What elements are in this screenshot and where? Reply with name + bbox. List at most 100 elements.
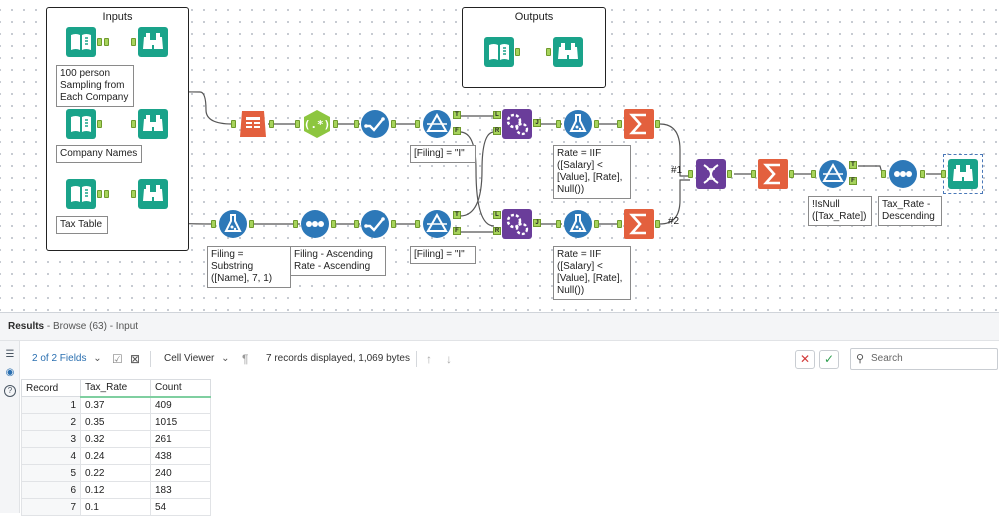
input-anchor[interactable] (415, 220, 420, 228)
filter-tool-bottom[interactable] (422, 209, 452, 239)
output-anchor[interactable] (104, 38, 109, 46)
input-anchor[interactable] (617, 120, 622, 128)
output-input-tool[interactable] (484, 37, 514, 67)
input-anchor[interactable] (415, 120, 420, 128)
join-left-anchor[interactable]: L (493, 111, 501, 119)
summarize-tool-bottom[interactable] (624, 209, 654, 239)
output-anchor[interactable] (104, 190, 109, 198)
output-anchor[interactable] (655, 120, 660, 128)
sort-tool-filing[interactable] (300, 209, 330, 239)
filter-true-anchor[interactable]: T (849, 161, 857, 169)
text-to-columns-tool[interactable] (238, 109, 268, 139)
join-tool-bottom[interactable] (502, 209, 532, 239)
input-anchor[interactable] (751, 170, 756, 178)
column-header-tax-rate[interactable]: Tax_Rate (80, 379, 151, 398)
input-anchor[interactable] (556, 220, 561, 228)
input-anchor[interactable] (617, 220, 622, 228)
output-anchor[interactable] (391, 220, 396, 228)
output-anchor[interactable] (97, 190, 102, 198)
filter-tool-top[interactable] (422, 109, 452, 139)
input-anchor[interactable] (881, 170, 886, 178)
filter-false-anchor[interactable]: F (453, 127, 461, 135)
input-anchor[interactable] (941, 170, 946, 178)
arrow-up-icon[interactable]: ↑ (426, 352, 432, 366)
output-anchor[interactable] (515, 48, 520, 56)
input-anchor[interactable] (211, 220, 216, 228)
browse-tool-final[interactable] (943, 154, 983, 194)
input-anchor[interactable] (546, 48, 551, 56)
edit-icon[interactable]: ☑ (112, 352, 123, 366)
output-anchor[interactable] (727, 170, 732, 178)
output-anchor[interactable] (249, 220, 254, 228)
pilcrow-icon[interactable]: ¶ (242, 352, 249, 366)
arrow-down-icon[interactable]: ↓ (446, 352, 452, 366)
regex-tool[interactable]: (.*) (302, 109, 332, 139)
input-anchor[interactable] (354, 120, 359, 128)
join-right-anchor[interactable]: R (493, 227, 501, 235)
output-anchor[interactable] (333, 120, 338, 128)
output-anchor[interactable] (789, 170, 794, 178)
column-header-record[interactable]: Record (21, 379, 81, 397)
list-icon[interactable]: ☰ (5, 349, 15, 360)
filter-true-anchor[interactable]: T (453, 211, 461, 219)
output-anchor[interactable] (97, 120, 102, 128)
output-anchor[interactable] (594, 220, 599, 228)
input-anchor[interactable] (354, 220, 359, 228)
formula-tool-top[interactable] (563, 109, 593, 139)
union-tool[interactable] (696, 159, 726, 189)
help-icon[interactable]: ? (4, 385, 16, 397)
filter-false-anchor[interactable]: F (453, 227, 461, 235)
input-anchor[interactable] (131, 38, 136, 46)
output-browse-tool[interactable] (553, 37, 583, 67)
select-tool-bottom[interactable] (360, 209, 390, 239)
input-anchor[interactable] (293, 220, 298, 228)
input-data-tool-2[interactable] (66, 109, 96, 139)
clear-icon[interactable]: ⊠ (130, 352, 141, 366)
filter-true-anchor[interactable]: T (453, 111, 461, 119)
browse-tool-1[interactable] (138, 27, 168, 57)
column-header-count[interactable]: Count (150, 379, 211, 398)
output-anchor[interactable] (97, 38, 102, 46)
input-anchor[interactable] (131, 190, 136, 198)
browse-tool-3[interactable] (138, 179, 168, 209)
input-anchor[interactable] (131, 120, 136, 128)
input-anchor[interactable] (231, 120, 236, 128)
input-data-tool-3[interactable] (66, 179, 96, 209)
filter-false-anchor[interactable]: F (849, 177, 857, 185)
output-anchor[interactable] (391, 120, 396, 128)
search-input[interactable]: ⚲ Search (850, 348, 998, 370)
cell-viewer-dropdown[interactable]: Cell Viewer ⌄ (164, 341, 230, 377)
summarize-tool-final[interactable] (758, 159, 788, 189)
input-anchor[interactable] (295, 120, 300, 128)
browse-tool-2[interactable] (138, 109, 168, 139)
input-anchor[interactable] (688, 170, 693, 178)
accept-button[interactable]: ✓ (819, 350, 839, 369)
summarize-tool-top[interactable] (624, 109, 654, 139)
binoculars-icon[interactable]: ◉ (5, 367, 15, 378)
input-anchor[interactable] (556, 120, 561, 128)
output-anchor[interactable] (331, 220, 336, 228)
formula-tool-filing[interactable] (218, 209, 248, 239)
input-anchor[interactable] (811, 170, 816, 178)
input-data-tool-1[interactable] (66, 27, 96, 57)
join-join-anchor[interactable]: J (533, 219, 541, 227)
workflow-canvas[interactable]: Inputs Outputs (.*) (0, 0, 999, 312)
filter-tool-isnull[interactable] (818, 159, 848, 189)
reject-button[interactable]: ✕ (795, 350, 815, 369)
output-anchor[interactable] (920, 170, 925, 178)
join-join-anchor[interactable]: J (533, 119, 541, 127)
select-tool-top[interactable] (360, 109, 390, 139)
formula-tool-bottom[interactable] (563, 209, 593, 239)
output-anchor[interactable] (655, 220, 660, 228)
output-anchor[interactable] (269, 120, 274, 128)
output-anchor[interactable] (594, 120, 599, 128)
fields-dropdown[interactable]: 2 of 2 Fields ⌄ (32, 341, 102, 377)
join-left-anchor[interactable]: L (493, 211, 501, 219)
